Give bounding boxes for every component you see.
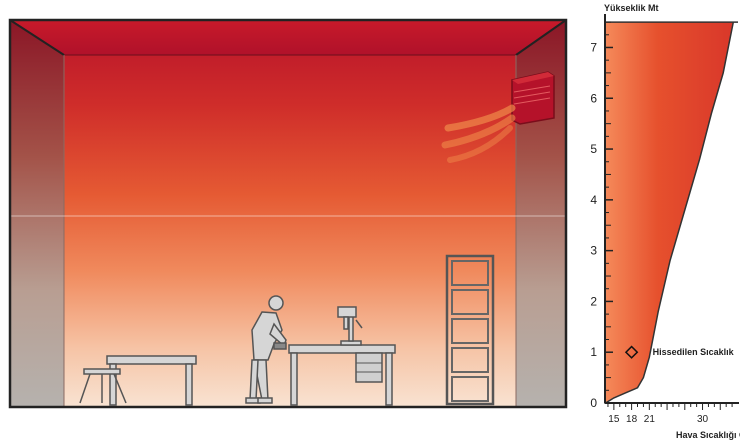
temperature-profile-area bbox=[605, 22, 738, 403]
x-tick-label: 21 bbox=[644, 414, 656, 425]
x-axis-ticks: 15 18 21 30 bbox=[608, 403, 732, 425]
y-tick-label: 0 bbox=[590, 396, 597, 410]
y-tick-label: 5 bbox=[590, 142, 597, 156]
x-axis-title: Hava Sıcaklığı C bbox=[676, 430, 740, 440]
x-tick-label: 18 bbox=[626, 414, 638, 425]
y-tick-label: 4 bbox=[590, 193, 597, 207]
y-tick-label: 1 bbox=[590, 345, 597, 359]
y-tick-label: 7 bbox=[590, 40, 597, 54]
x-tick-label: 15 bbox=[608, 414, 620, 425]
felt-temperature-label: Hissedilen Sıcaklık bbox=[653, 347, 735, 357]
y-tick-label: 6 bbox=[590, 91, 597, 105]
y-tick-label: 3 bbox=[590, 244, 597, 258]
y-axis-title: Yükseklik Mt bbox=[604, 3, 659, 13]
y-tick-label: 2 bbox=[590, 294, 597, 308]
x-tick-label: 30 bbox=[697, 414, 709, 425]
